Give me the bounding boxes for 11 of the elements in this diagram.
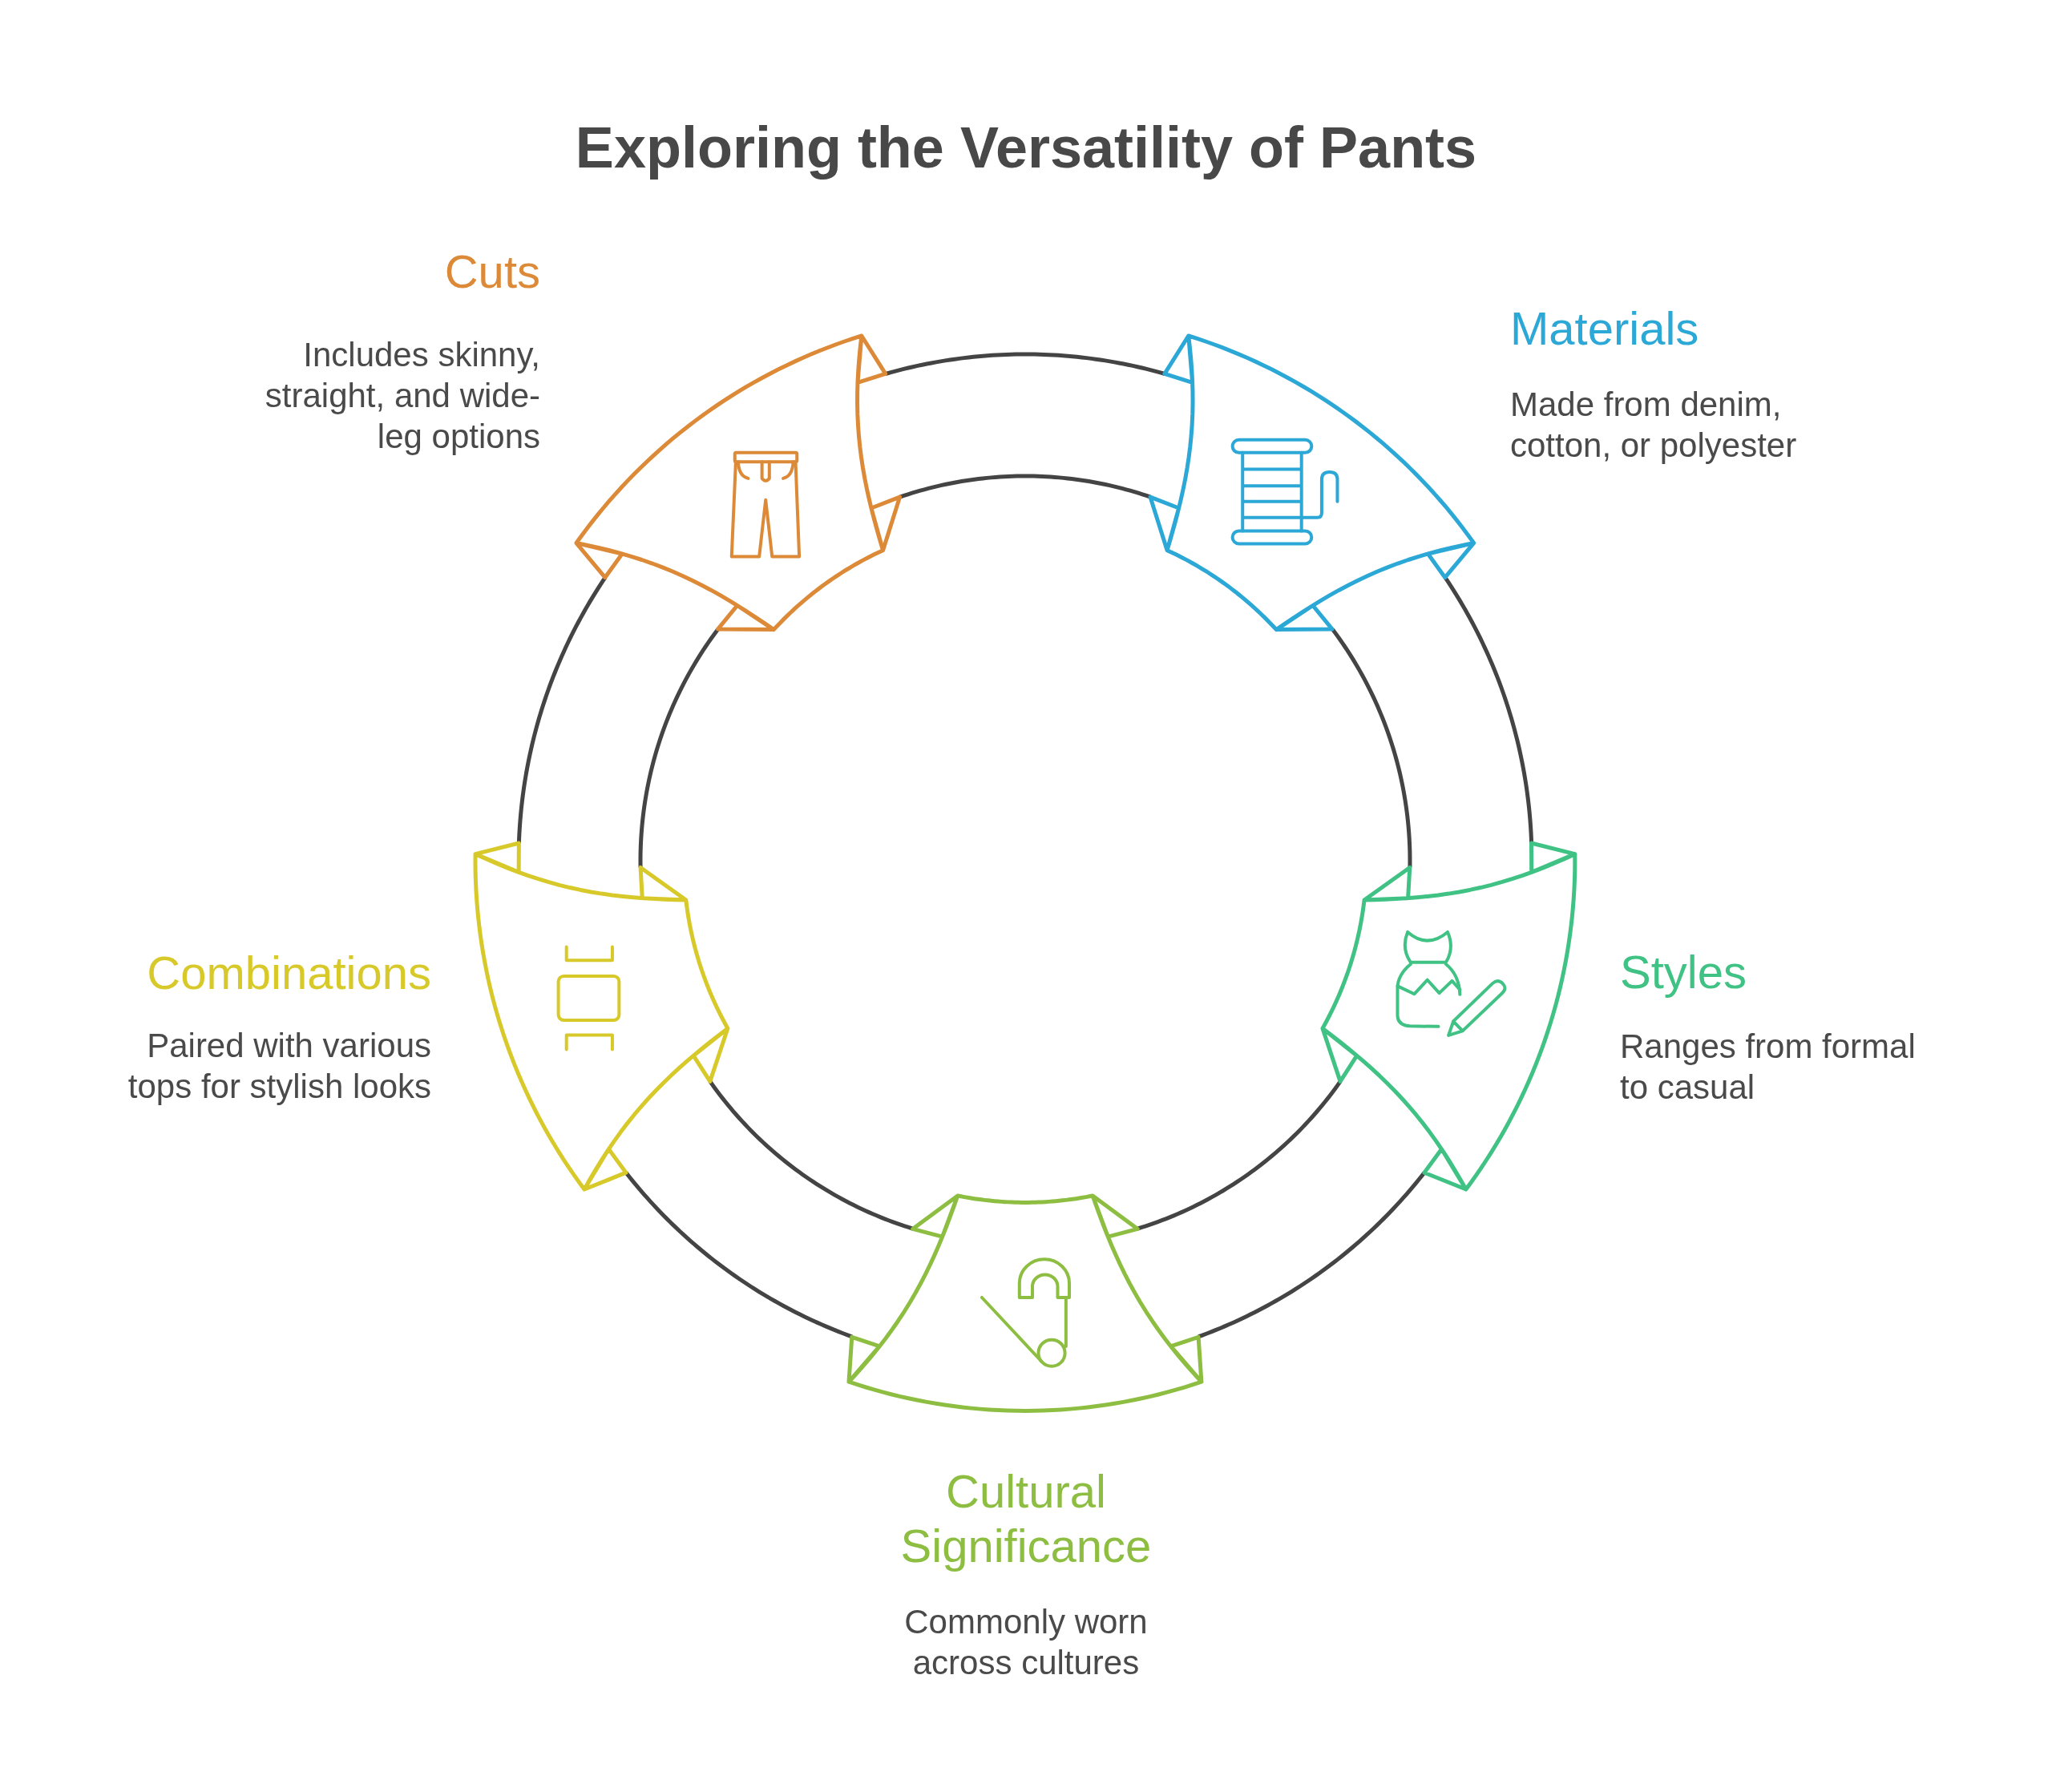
step-description: Ranges from formal to casual	[1620, 1027, 1917, 1108]
step-description: Made from denim, cotton, or polyester	[1510, 385, 1798, 466]
step-heading: Cultural Significance	[899, 1464, 1153, 1573]
step-heading: Styles	[1620, 945, 1747, 999]
step-description: Includes skinny, straight, and wide-leg options	[264, 335, 540, 457]
diagram-title: Exploring the Versatility of Pants	[575, 115, 1477, 181]
step-heading: Combinations	[147, 946, 431, 1000]
step-description: Paired with various tops for stylish looks	[127, 1026, 431, 1107]
step-heading: Cuts	[444, 244, 540, 299]
step-heading: Materials	[1510, 301, 1699, 356]
step-description: Commonly worn across cultures	[903, 1602, 1149, 1683]
